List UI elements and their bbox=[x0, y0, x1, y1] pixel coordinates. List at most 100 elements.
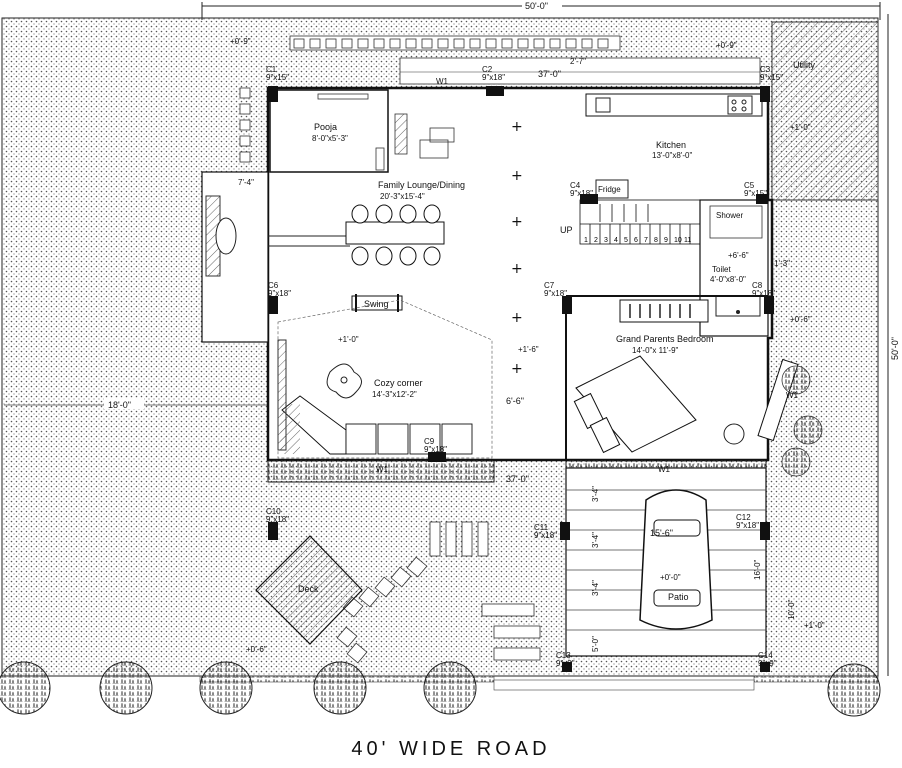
utility-area bbox=[771, 21, 879, 201]
column-id-c10: C10 bbox=[266, 507, 281, 516]
column-id-c7: C7 bbox=[544, 281, 555, 290]
svg-text:+: + bbox=[511, 261, 523, 277]
dim-16-0: 16'-0" bbox=[753, 559, 762, 580]
column-size-c12: 9"x18" bbox=[736, 521, 759, 530]
pooja-size: 8'-0"x5'-3" bbox=[312, 134, 348, 143]
column-id-c9: C9 bbox=[424, 437, 435, 446]
dim-3-4-a: 3'-4" bbox=[591, 486, 600, 502]
stair-step-number: 4 bbox=[614, 237, 618, 244]
bedroom-name: Grand Parents Bedroom bbox=[616, 334, 714, 344]
planter-row bbox=[293, 38, 609, 49]
stair-step-number: 6 bbox=[634, 237, 638, 244]
level-7: +0'-6" bbox=[246, 645, 267, 654]
level-4: +1'-0" bbox=[338, 335, 359, 344]
stair-step-number: 11 bbox=[684, 237, 691, 244]
stair-up-label: UP bbox=[560, 225, 573, 235]
lounge-size: 20'-3"x15'-4" bbox=[380, 192, 425, 201]
level-10: +6'-6" bbox=[728, 251, 749, 260]
level-3: +1'-0" bbox=[790, 123, 811, 132]
toilet-size: 4'-0"x8'-0" bbox=[710, 275, 746, 284]
level-6: +0'-6" bbox=[790, 315, 811, 324]
column-size-c4: 9"x18" bbox=[570, 189, 593, 198]
column-id-c3: C3 bbox=[760, 65, 771, 74]
column-id-c2: C2 bbox=[482, 65, 493, 74]
lounge-name: Family Lounge/Dining bbox=[378, 180, 465, 190]
cozy-size: 14'-3"x12'-2" bbox=[372, 390, 417, 399]
level-5: +1'-6" bbox=[518, 345, 539, 354]
landscape-trees bbox=[0, 661, 881, 717]
stair-step-number: 10 bbox=[674, 237, 682, 244]
column-size-c5: 9"x15" bbox=[744, 189, 767, 198]
shower-label: Shower bbox=[716, 211, 743, 220]
level-9: +1'-0" bbox=[804, 621, 825, 630]
setback-dimension: 18'-0" bbox=[108, 400, 131, 410]
kitchen-counter bbox=[585, 93, 763, 117]
svg-text:+: + bbox=[511, 214, 523, 230]
column-size-c6: 9"x18" bbox=[268, 289, 291, 298]
plot-depth-dimension: 50'-0" bbox=[890, 337, 900, 360]
column-size-c10: 9"x18" bbox=[266, 515, 289, 524]
car-outline bbox=[639, 489, 713, 630]
column-id-c1: C1 bbox=[266, 65, 277, 74]
road-label: 40' WIDE ROAD bbox=[351, 738, 551, 760]
svg-text:+: + bbox=[511, 168, 523, 184]
column-id-c12: C12 bbox=[736, 513, 751, 522]
stair-step-number: 9 bbox=[664, 237, 668, 244]
bed bbox=[573, 355, 697, 454]
stair-step-number: 2 bbox=[594, 237, 598, 244]
column-id-c8: C8 bbox=[752, 281, 763, 290]
column-id-c13: C13 bbox=[556, 651, 571, 660]
dim-6-6: 6'-6" bbox=[506, 396, 524, 406]
column-id-c14: C14 bbox=[758, 651, 773, 660]
column-size-c11: 9"x18" bbox=[534, 531, 557, 540]
dining-table bbox=[345, 204, 445, 266]
deck-label: Deck bbox=[298, 584, 319, 594]
column-id-c11: C11 bbox=[534, 523, 549, 532]
dim-3-4-c: 3'-4" bbox=[591, 580, 600, 596]
cozy-name: Cozy corner bbox=[374, 378, 423, 388]
dim-2-7: 2'-7" bbox=[570, 57, 586, 66]
patio-label: Patio bbox=[668, 592, 689, 602]
window-w1-bedroom: W1 bbox=[658, 465, 671, 474]
dim-10-0: 10'-0" bbox=[787, 599, 796, 620]
swing-label: Swing bbox=[364, 299, 389, 309]
column-id-c6: C6 bbox=[268, 281, 279, 290]
kitchen-name: Kitchen bbox=[656, 140, 686, 150]
deck bbox=[255, 535, 363, 645]
column-size-c7: 9"x18" bbox=[544, 289, 567, 298]
column-size-c3: 9"x15" bbox=[760, 73, 783, 82]
stair-step-number: 8 bbox=[654, 237, 658, 244]
dim-37-front: 37'-0" bbox=[506, 474, 529, 484]
stair-step-number: 1 bbox=[584, 237, 588, 244]
staircase bbox=[579, 199, 701, 245]
level-8: +0'-0" bbox=[660, 573, 681, 582]
plot-width-dimension: 50'-0" bbox=[525, 1, 548, 11]
structural-columns bbox=[268, 86, 774, 672]
window-w1-top: W1 bbox=[436, 77, 449, 86]
stair-step-number: 3 bbox=[604, 237, 608, 244]
dim-3-4-b: 3'-4" bbox=[591, 532, 600, 548]
window-w1-side: W1 bbox=[786, 391, 799, 400]
dim-15-6: 15'-6" bbox=[650, 528, 673, 538]
dim-7-4: 7'-4" bbox=[238, 178, 254, 187]
dim-37-top: 37'-0" bbox=[538, 69, 561, 79]
window-w1-front: W1 bbox=[376, 465, 389, 474]
dim-5-0: 5'-0" bbox=[591, 636, 600, 652]
column-size-c14: 9"x9" bbox=[758, 659, 777, 668]
column-labels: C19"x15"C29"x18"C39"x15"C49"x18"C59"x15"… bbox=[266, 65, 783, 668]
column-id-c4: C4 bbox=[570, 181, 581, 190]
column-size-c2: 9"x18" bbox=[482, 73, 505, 82]
level-2: +0'-9" bbox=[716, 41, 737, 50]
dim-1-3: 1'-3" bbox=[774, 259, 790, 268]
level-1: +0'-9" bbox=[230, 37, 251, 46]
front-steps bbox=[429, 521, 541, 661]
bedroom-size: 14'-0"x 11'-9" bbox=[632, 346, 679, 355]
column-size-c8: 9"x18" bbox=[752, 289, 775, 298]
column-size-c1: 9"x15" bbox=[266, 73, 289, 82]
toilet-name: Toilet bbox=[712, 265, 731, 274]
pooja-name: Pooja bbox=[314, 122, 337, 132]
column-size-c13: 9"x9" bbox=[556, 659, 575, 668]
utility-label: Utility bbox=[793, 60, 815, 70]
